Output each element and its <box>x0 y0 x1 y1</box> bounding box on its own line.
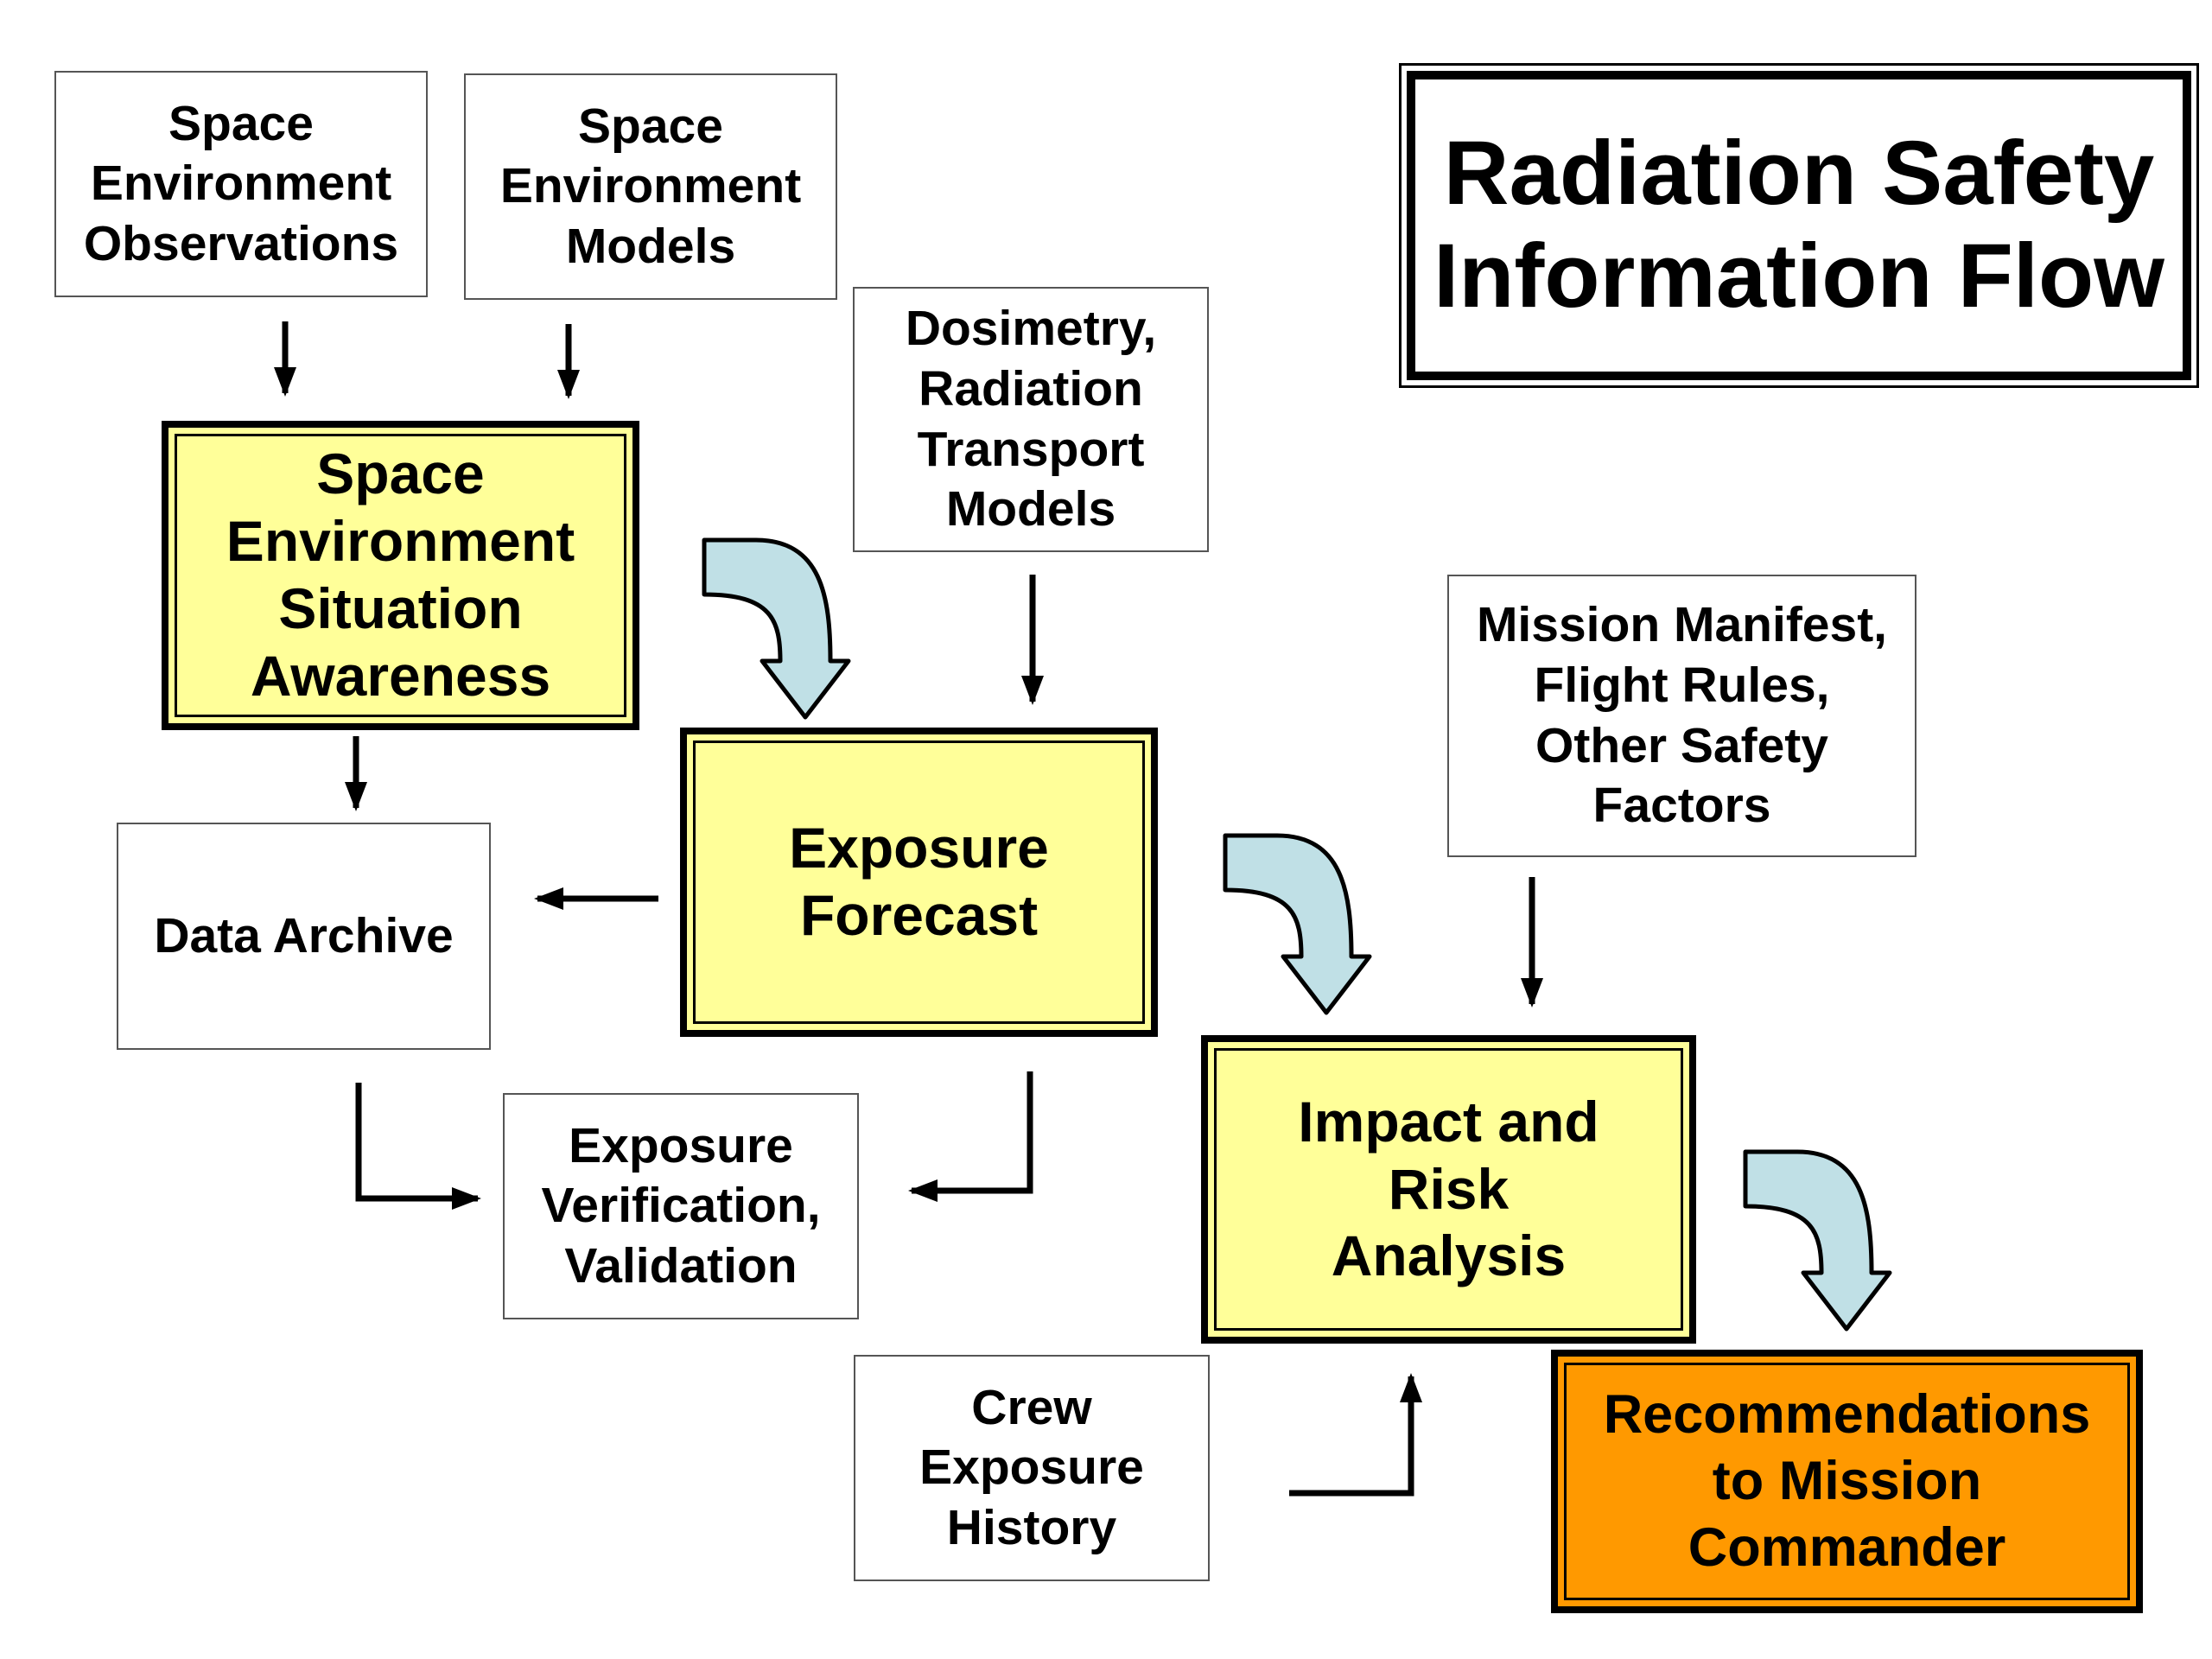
box-text-line: History <box>946 1499 1117 1555</box>
box-text-line: Situation <box>278 576 523 640</box>
box-text-line: Awareness <box>250 643 551 708</box>
box-text-line: Crew <box>971 1379 1092 1435</box>
box-text-line: Radiation <box>918 360 1143 416</box>
flow-arrow-forecast-to-impact <box>1223 833 1372 1015</box>
box-text-line: Analysis <box>1331 1224 1567 1288</box>
box-text-line: Exposure <box>789 816 1049 880</box>
box-text-line: Exposure <box>919 1440 1144 1496</box>
box-text-line: Commander <box>1688 1516 2006 1578</box>
box-text-line: Recommendations <box>1603 1384 2091 1446</box>
box-text-line: Flight Rules, <box>1534 657 1830 713</box>
box-text-line: Environment <box>499 158 802 214</box>
box-text-line: Impact and <box>1298 1089 1599 1154</box>
box-text-line: Other Safety <box>1535 717 1828 773</box>
box-text-line: Radiation Safety <box>1443 123 2155 225</box>
box-text-line: Data Archive <box>154 907 454 963</box>
box-text-line: Environment <box>90 156 392 212</box>
box-text-line: Observations <box>83 215 399 271</box>
box-text-line: Environment <box>226 509 575 574</box>
box-text-line: Mission Manifest, <box>1476 597 1888 653</box>
box-text-line: Verification, <box>541 1178 821 1234</box>
box-text-line: Space <box>168 95 314 151</box>
arrow-archive-to-verification <box>355 1083 481 1210</box>
box-text-line: Dosimetry, <box>905 301 1157 357</box>
box-text-line: Forecast <box>799 883 1039 947</box>
box-text-line: to Mission <box>1712 1451 1982 1512</box>
box-text-line: Models <box>945 481 1116 537</box>
flow-arrow-awareness-to-forecast <box>702 537 851 720</box>
box-text-line: Validation <box>564 1237 798 1294</box>
arrow-crew-history-to-impact <box>1289 1373 1422 1497</box>
box-text-line: Transport <box>917 421 1145 477</box>
box-text-line: Space <box>578 98 723 154</box>
box-text-line: Space <box>316 442 485 506</box>
data-archive-box: Data Archive <box>117 823 491 1050</box>
flow-arrow-impact-to-recommendations <box>1743 1149 1892 1332</box>
box-text-line: Risk <box>1388 1156 1510 1221</box>
box-text-line: Information Flow <box>1433 226 2164 327</box>
box-text-line: Factors <box>1592 778 1771 834</box>
mission-manifest-box: Mission Manifest,Flight Rules,Other Safe… <box>1447 575 1916 857</box>
arrow-forecast-to-verification <box>908 1071 1033 1202</box>
box-text-line: Exposure <box>569 1117 793 1173</box>
box-text-line: Models <box>565 218 736 274</box>
